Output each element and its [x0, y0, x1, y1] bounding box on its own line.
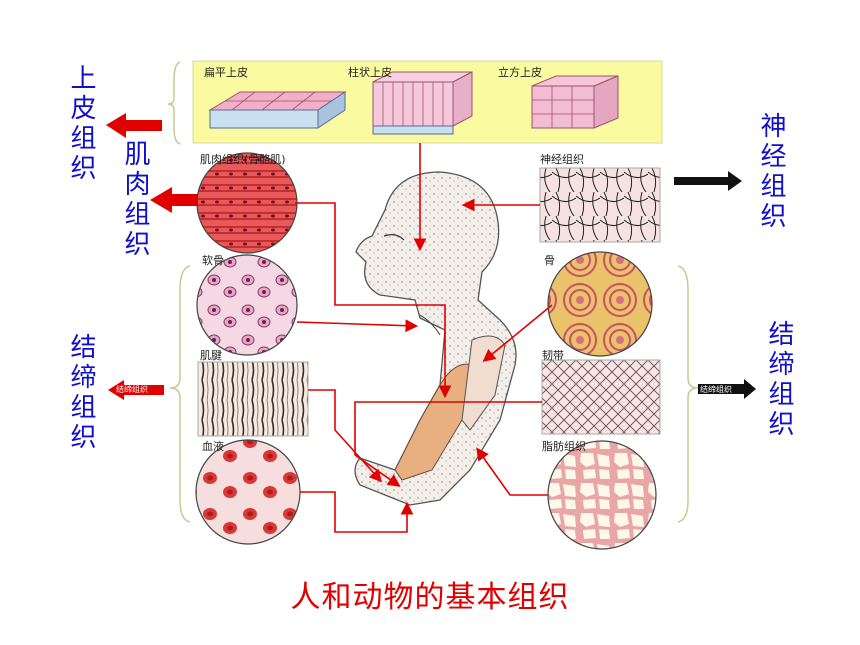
nerve-tissue-panel: [539, 167, 661, 243]
category-muscle: 肌肉组织: [120, 140, 150, 260]
label-ligament: 韧带: [542, 349, 564, 362]
flat-epithelium-illustration: [208, 91, 347, 129]
ligament-panel: [541, 359, 661, 435]
label-bone: 骨: [544, 254, 555, 267]
adipose-circle: [547, 440, 657, 550]
right-connective-arrow: [698, 379, 756, 399]
label-cuboidal-epithelium: 立方上皮: [498, 66, 542, 79]
epithelium-brace: [167, 61, 181, 145]
category-epithelial: 上皮组织: [66, 64, 96, 184]
right-connective-brace: [677, 265, 699, 523]
muscle-tissue-circle: [196, 152, 298, 254]
tendon-panel: [197, 361, 309, 437]
label-columnar-epithelium: 柱状上皮: [348, 66, 392, 79]
bone-circle: [547, 251, 653, 357]
cartilage-circle: [196, 254, 298, 356]
left-connective-arrow: [108, 380, 164, 400]
category-nervous: 神经组织: [756, 112, 786, 232]
columnar-epithelium-illustration: [372, 71, 473, 135]
left-arrow-label: 结缔组织: [116, 385, 148, 394]
label-muscle-tissue: 肌肉组织(骨骼肌): [200, 153, 286, 166]
label-nerve-tissue: 神经组织: [540, 153, 584, 166]
label-blood: 血液: [202, 440, 224, 453]
human-figure: [354, 171, 517, 506]
left-connective-brace: [169, 265, 191, 523]
label-cartilage: 软骨: [202, 254, 224, 267]
label-flat-epithelium: 扁平上皮: [204, 66, 248, 79]
cuboidal-epithelium-illustration: [531, 75, 619, 129]
epithelium-arrow: [106, 113, 162, 138]
page-title: 人和动物的基本组织: [290, 580, 570, 615]
muscle-arrow: [150, 187, 198, 213]
category-connective-right: 结缔组织: [764, 320, 794, 440]
nerve-arrow: [674, 171, 742, 191]
right-arrow-label: 结缔组织: [700, 385, 732, 394]
label-tendon: 肌腱: [200, 349, 222, 362]
connector-lines: [295, 143, 553, 533]
label-adipose: 脂肪组织: [542, 440, 586, 453]
blood-circle: [195, 439, 301, 545]
category-connective-left: 结缔组织: [66, 333, 96, 453]
